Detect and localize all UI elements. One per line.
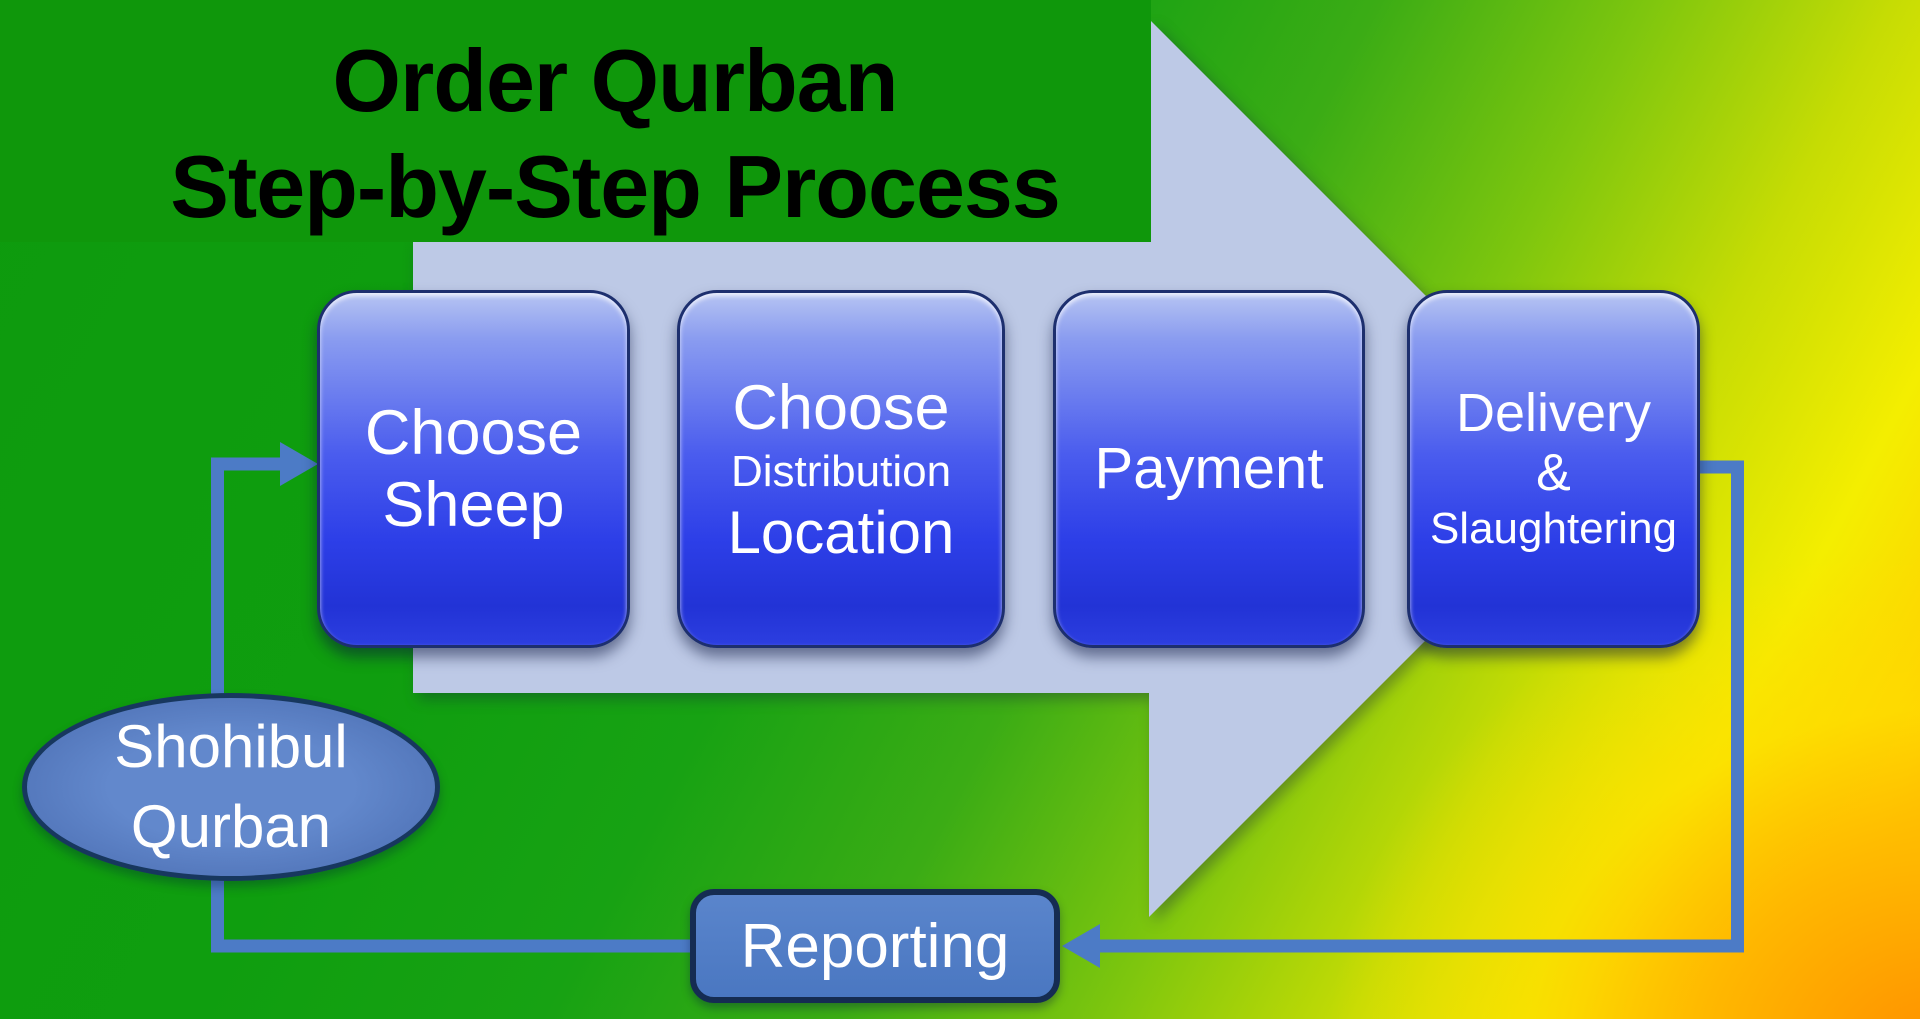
step-label-line: & <box>1536 444 1571 502</box>
reporting-box: Reporting <box>690 889 1060 1003</box>
step-box-choose-sheep: Choose Sheep <box>317 290 630 648</box>
step-label-line: Delivery <box>1455 383 1652 443</box>
step-label-line: Choose <box>364 398 583 468</box>
slide-title: Order Qurban Step-by-Step Process <box>15 28 1215 240</box>
step-label-line: Slaughtering <box>1429 504 1678 553</box>
arrowhead-into-choose-sheep <box>280 442 318 486</box>
step-label-line: Payment <box>1094 436 1324 501</box>
reporting-label: Reporting <box>740 911 1010 981</box>
connector-delivery-to-reporting <box>1100 460 1744 953</box>
step-label-line: Location <box>727 499 955 566</box>
slide-title-line-1: Order Qurban <box>332 31 899 130</box>
step-box-choose-distribution-location: Choose Distribution Location <box>677 290 1005 648</box>
step-label-line: Choose <box>732 373 950 443</box>
title-panel <box>0 0 1151 242</box>
step-box-payment: Payment <box>1053 290 1365 648</box>
process-flow-arrow <box>413 19 1598 917</box>
slide-title-line-2: Step-by-Step Process <box>170 137 1061 236</box>
step-box-delivery-slaughtering: Delivery & Slaughtering <box>1407 290 1700 648</box>
arrowhead-into-reporting <box>1062 924 1100 968</box>
actor-label-line: Shohibul <box>114 713 348 780</box>
step-label-line: Distribution <box>730 447 952 496</box>
actor-label-line: Qurban <box>130 793 332 860</box>
actor-ellipse-shohibul-qurban: Shohibul Qurban <box>22 693 440 881</box>
step-label-line: Sheep <box>382 470 565 540</box>
